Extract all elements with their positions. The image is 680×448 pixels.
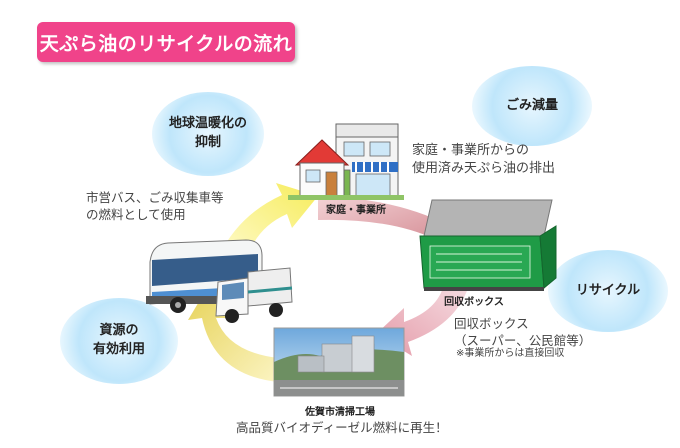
- bubble-garbage-reduction: ごみ減量: [472, 66, 592, 146]
- factory-photo: [273, 327, 405, 397]
- caption-collection-box: 回収ボックス: [444, 297, 504, 308]
- note-bus-fuel: 市営バス、ごみ収集車等 の燃料として使用: [86, 190, 224, 222]
- note-household-discharge: 家庭・事業所からの 使用済み天ぷら油の排出: [412, 143, 556, 176]
- arrow-factory-to-bus: [188, 290, 278, 382]
- collection-box-illustration: [419, 199, 557, 291]
- garbage-truck-illustration: [215, 267, 293, 323]
- page-title: 天ぷら油のリサイクルの流れ: [37, 22, 295, 62]
- caption-household: 家庭・事業所: [326, 205, 386, 216]
- note-collection-box: 回収ボックス （スーパー、公民館等）: [454, 316, 592, 348]
- caption-factory: 佐賀市清掃工場: [305, 407, 375, 418]
- house-illustration: [288, 123, 404, 200]
- bubble-recycle: リサイクル: [548, 250, 668, 332]
- bubble-resource-use: 資源の 有効利用: [60, 298, 178, 384]
- note-direct-collection: ※事業所からは直接回収: [456, 348, 565, 359]
- bubble-global-warming: 地球温暖化の 抑制: [152, 92, 264, 176]
- note-biodiesel-regeneration: 高品質バイオディーゼル燃料に再生！: [236, 420, 448, 435]
